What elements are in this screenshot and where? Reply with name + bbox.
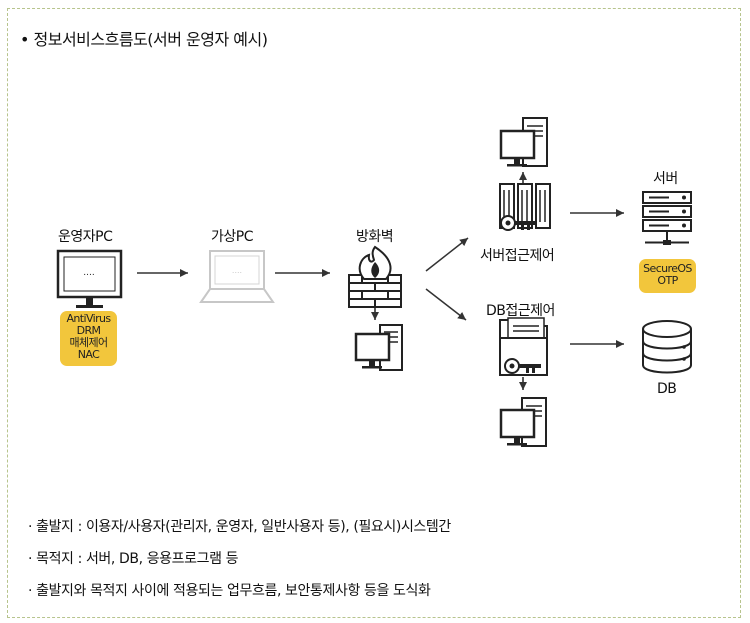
diagram-frame	[7, 8, 741, 618]
db-access-computer-icon	[499, 397, 547, 447]
bullet-item-destination: · 목적지 : 서버, DB, 응용프로그램 등	[28, 551, 239, 567]
badge-item-secureos: SecureOS	[643, 262, 692, 275]
virtual-screen-dots: ....	[232, 266, 242, 275]
firewall-icon	[348, 245, 402, 308]
badge-item-media-control: 매체제어	[69, 336, 108, 349]
badge-item-nac: NAC	[77, 348, 100, 361]
diagram-title: • 정보서비스흐름도(서버 운영자 예시)	[20, 30, 268, 49]
operator-screen-dots: ....	[83, 268, 94, 278]
label-db: DB	[657, 381, 677, 397]
label-operator-pc: 운영자PC	[58, 229, 113, 245]
db-access-folder-icon	[499, 317, 548, 376]
label-virtual-pc: 가상PC	[211, 229, 253, 245]
bullet-item-source: · 출발지 : 이용자/사용자(관리자, 운영자, 일반사용자 등), (필요시…	[28, 519, 451, 535]
badge-item-antivirus: AntiVirus	[66, 312, 111, 325]
arrow-firewall-to-server-access	[425, 237, 469, 272]
virtual-laptop-icon: ....	[199, 250, 275, 303]
firewall-computer-icon	[354, 308, 403, 371]
server-access-computer-icon	[499, 117, 548, 167]
badge-item-drm: DRM	[76, 324, 101, 337]
bullet-list: · 출발지 : 이용자/사용자(관리자, 운영자, 일반사용자 등), (필요시…	[28, 516, 451, 612]
bullet-item-flow: · 출발지와 목적지 사이에 적용되는 업무흐름, 보안통제사항 등을 도식화	[28, 583, 431, 599]
label-db-access: DB접근제어	[486, 303, 555, 319]
label-server: 서버	[653, 171, 678, 187]
db-icon	[642, 320, 692, 374]
operator-security-badge: AntiVirus DRM 매체제어 NAC	[60, 311, 117, 366]
operator-monitor-icon: ....	[56, 249, 123, 308]
label-server-access: 서버접근제어	[480, 248, 555, 264]
server-security-badge: SecureOS OTP	[639, 259, 696, 293]
server-access-rack-icon	[499, 183, 551, 231]
server-icon	[642, 191, 692, 245]
label-firewall: 방화벽	[356, 229, 394, 245]
badge-item-otp: OTP	[657, 274, 678, 287]
arrow-firewall-to-db-access	[425, 288, 467, 321]
